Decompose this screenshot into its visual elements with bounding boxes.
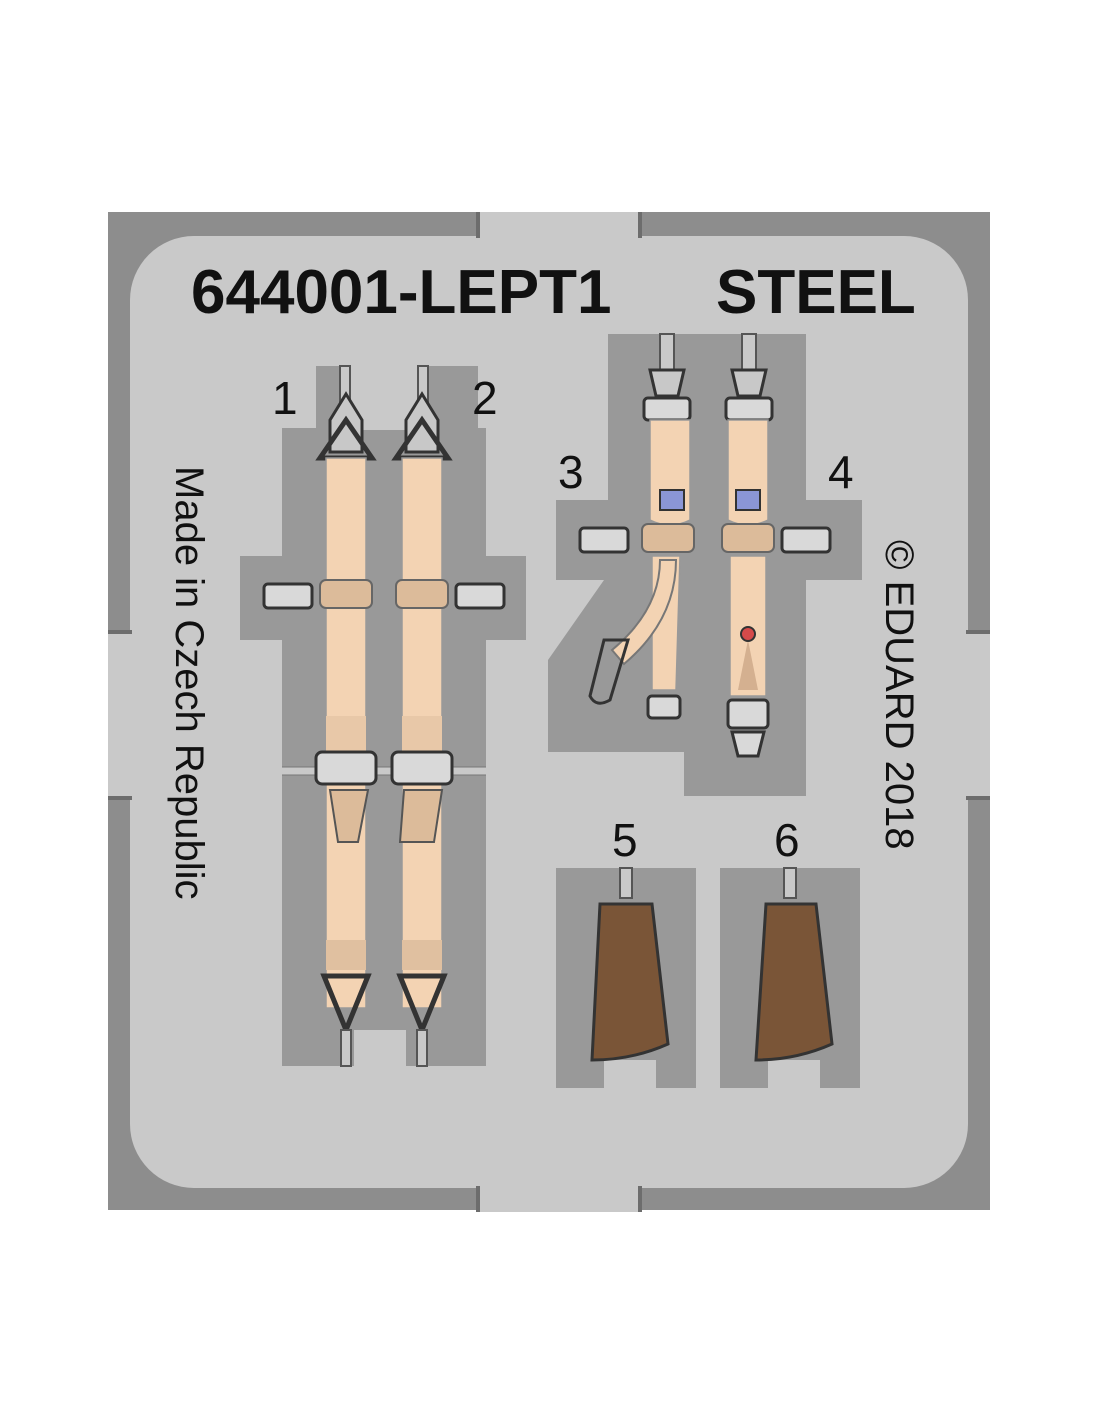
part-number-4: 4 [828,446,854,498]
parts-5-6-group: 5 6 [556,814,860,1088]
part-number-2: 2 [472,372,498,424]
side-buckle-1 [262,582,314,610]
parts-3-4-group: 3 4 [548,333,862,796]
part-number-6: 6 [774,814,800,866]
origin-text: Made in Czech Republic [167,466,211,900]
copyright-text: © EDUARD 2018 [877,540,921,850]
leather-pad-6 [754,902,834,1062]
part-number-3: 3 [558,446,584,498]
side-buckle-3 [578,526,630,554]
lap-belt-4 [721,368,775,758]
lap-belt-3 [588,368,695,720]
part-number-1: 1 [272,372,298,424]
shoulder-belt-2 [390,365,454,1067]
part-number-5: 5 [612,814,638,866]
fret-material: STEEL [716,258,916,327]
leather-pad-5 [590,902,670,1062]
parts-1-2-group: 1 2 [240,365,526,1067]
shoulder-belt-1 [314,365,378,1067]
side-buckle-4 [780,526,832,554]
fret-code: 644001-LEPT1 [191,258,611,327]
side-buckle-2 [454,582,506,610]
